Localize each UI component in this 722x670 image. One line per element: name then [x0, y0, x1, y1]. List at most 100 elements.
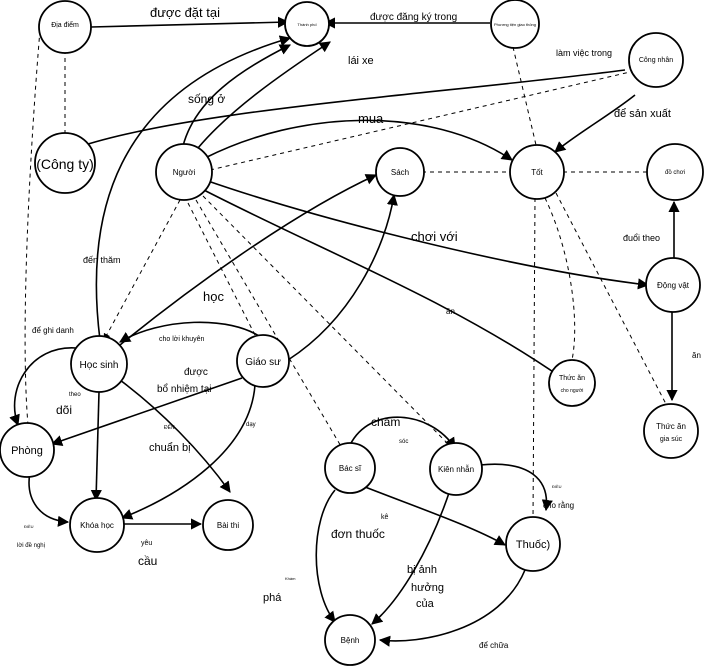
- edge-label: để chữa: [479, 641, 509, 650]
- edge-label: làm việc trong: [556, 48, 612, 58]
- node-dong-vat: Động vật: [645, 257, 701, 313]
- edge-label: ăn: [692, 351, 701, 360]
- node-label-2: cho người: [561, 388, 584, 394]
- node-label: Địa điểm: [51, 21, 79, 29]
- edge-label: đơn thuốc: [331, 527, 385, 541]
- node-label: Sách: [391, 168, 409, 177]
- edge-nguoi-tot-mua: [204, 119, 513, 161]
- node-label: Bác sĩ: [339, 464, 362, 473]
- edge-label: của: [416, 598, 435, 610]
- node-label: Công nhân: [639, 57, 673, 64]
- node-label: Thuốc): [516, 539, 550, 551]
- node-nguoi: Người: [155, 143, 213, 201]
- node-label: Thức ăn: [559, 375, 585, 382]
- node-thuoc: Thuốc): [505, 516, 561, 572]
- edge-label: sóc: [399, 439, 408, 445]
- edge-hocsinh-baithi: [119, 379, 231, 493]
- edge-giaosu-phong: [50, 377, 243, 446]
- edge-nguoi-thanhpho-song: [182, 44, 292, 147]
- node-dia-diem: Địa điểm: [38, 0, 92, 54]
- edge-label: lời đề nghị: [17, 543, 45, 549]
- node-do-choi: đồ chơi: [646, 143, 704, 201]
- node-label: Thành phố: [297, 22, 317, 27]
- node-label: (Công ty): [36, 156, 94, 172]
- node-thuc-an-gia-suc: Thức ăn gia súc: [643, 403, 699, 459]
- node-hoc-sinh: Học sinh: [70, 335, 128, 393]
- edge-label: phá: [263, 592, 282, 604]
- node-label: Khóa học: [80, 521, 114, 530]
- dash-tot-thuoc: [532, 197, 536, 521]
- edge-label: ĐIỀU: [24, 524, 34, 529]
- edge-label: ĐẾN: [164, 424, 175, 431]
- edge-label: học: [203, 289, 224, 304]
- node-label: Tốt: [531, 168, 543, 177]
- edge-diadiem-thanhpho: [90, 16, 290, 28]
- edge-label: cho rằng: [543, 501, 574, 510]
- edge-label: dạy: [246, 422, 256, 428]
- edge-kiennhan-thuoc: [479, 463, 553, 512]
- edge-label: hưởng: [411, 582, 444, 594]
- edge-label: đuổi theo: [623, 233, 660, 243]
- edge-hocsinh-phong: [9, 347, 77, 427]
- edge-nguoi-thucannguoi: [199, 187, 563, 379]
- edge-label: cho lời khuyên: [159, 336, 205, 343]
- edge-bacsi-benh: [315, 489, 336, 623]
- node-label: Bệnh: [341, 636, 360, 645]
- node-cong-nhan: Công nhân: [628, 32, 684, 88]
- dash-diadiem-phong: [24, 29, 41, 426]
- node-label: Bài thi: [217, 521, 239, 530]
- edge-bacsi-thuoc: [354, 482, 506, 546]
- node-label: Người: [173, 168, 196, 177]
- node-benh: Bệnh: [324, 614, 376, 666]
- dash-phuongtien-tot: [512, 46, 537, 146]
- edge-bacsi-kiennhan: [349, 416, 456, 449]
- node-label: Phòng: [11, 445, 43, 457]
- node-sach: Sách: [375, 147, 425, 197]
- edge-label: để sản xuất: [614, 108, 671, 120]
- node-label: đồ chơi: [665, 170, 685, 176]
- edge-label: kê: [381, 514, 389, 521]
- edge-thuoc-benh: [378, 569, 526, 647]
- edge-label: ăn: [446, 307, 455, 316]
- edge-label: cầu: [138, 554, 157, 568]
- node-thanh-pho: Thành phố: [284, 1, 330, 47]
- edge-label: lái xe: [348, 55, 374, 67]
- node-khoa-hoc: Khóa học: [69, 497, 125, 553]
- solid-edges: [9, 16, 680, 647]
- node-label: Giáo sư: [245, 357, 281, 368]
- dash-nguoi-hocsinh: [103, 199, 181, 341]
- dashed-edges: [24, 29, 667, 521]
- edge-hocsinh-sach: [119, 174, 378, 346]
- edge-label: chuẩn bị: [149, 442, 191, 454]
- edge-label: theo: [69, 392, 81, 398]
- edge-giaosu-sach: [287, 193, 398, 361]
- edge-giaosu-khoahoc: [120, 384, 256, 520]
- node-cong-ty: (Công ty): [34, 132, 96, 194]
- node-label: Kiên nhẫn: [438, 465, 474, 474]
- edge-label: bổ nhiệm tại: [157, 383, 211, 395]
- edge-congnhan-tot: [554, 94, 636, 153]
- node-label: Thức ăn: [656, 422, 686, 431]
- node-label: Học sinh: [80, 360, 119, 371]
- edge-label: để ghi danh: [32, 326, 74, 335]
- edge-label: sống ở: [188, 92, 225, 106]
- node-label: Động vật: [657, 281, 690, 290]
- edge-hocsinh-khoahoc: [90, 391, 102, 502]
- edge-label: chăm: [371, 415, 400, 429]
- edge-hocsinh-thanhpho: [95, 35, 292, 341]
- dash-nguoi-congnhan: [209, 71, 631, 171]
- edge-label: được đăng ký trong: [370, 12, 457, 23]
- dash-nguoi-giaosu: [187, 202, 256, 336]
- node-phong: Phòng: [0, 422, 55, 478]
- node-kien-nhan: Kiên nhẫn: [429, 442, 483, 496]
- dash-nguoi-kiennhan: [202, 195, 457, 453]
- edge-label: chơi với: [411, 229, 458, 244]
- edge-label: mua: [358, 111, 384, 126]
- node-bac-si: Bác sĩ: [324, 442, 376, 494]
- edge-nguoi-dongvat: [204, 179, 650, 290]
- node-bai-thi: Bài thi: [202, 499, 254, 551]
- edge-label: được: [184, 367, 208, 378]
- edge-kiennhan-benh: [371, 489, 451, 625]
- edge-nguoi-thanhpho-lai: [197, 41, 331, 149]
